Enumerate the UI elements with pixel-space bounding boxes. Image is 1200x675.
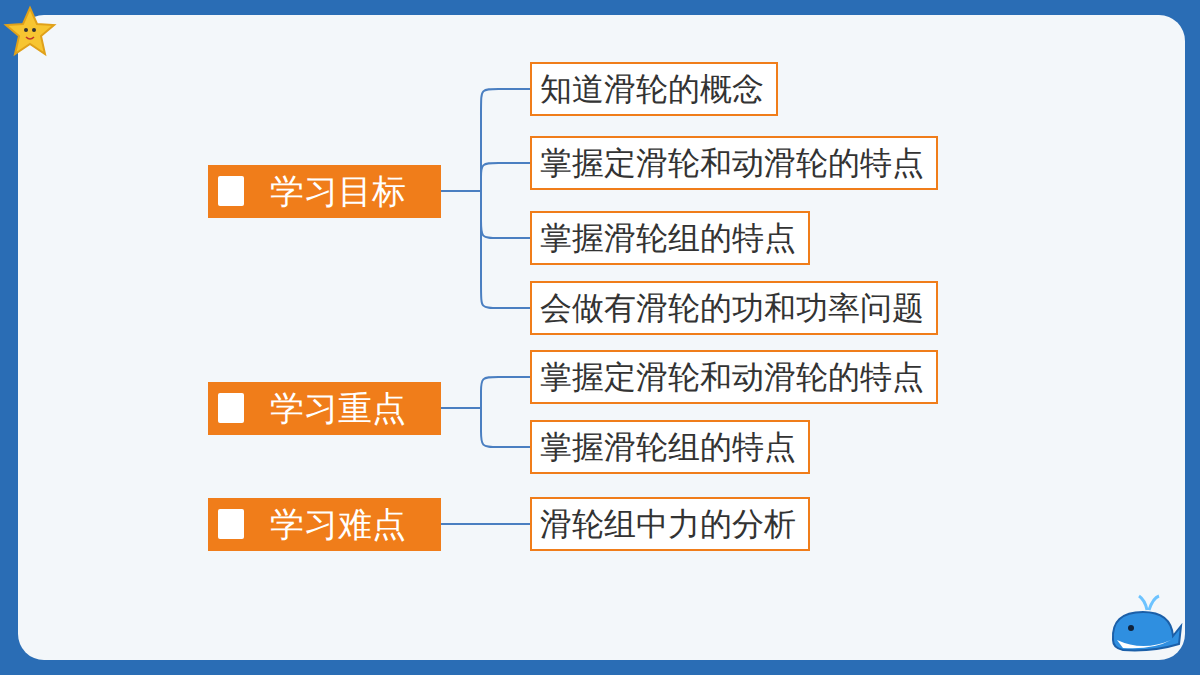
icon-square xyxy=(218,393,244,423)
bracket-line xyxy=(441,163,530,191)
bracket-line xyxy=(441,89,530,191)
bracket-line xyxy=(441,523,530,525)
item-text: 掌握定滑轮和动滑轮的特点 xyxy=(540,358,924,396)
item-box: 滑轮组中力的分析 xyxy=(530,497,810,551)
item-box: 掌握定滑轮和动滑轮的特点 xyxy=(530,350,938,404)
item-box: 掌握滑轮组的特点 xyxy=(530,211,810,265)
item-box: 知道滑轮的概念 xyxy=(530,62,778,116)
heading-box: 学习目标 xyxy=(208,165,441,218)
item-box: 掌握滑轮组的特点 xyxy=(530,420,810,474)
item-box: 掌握定滑轮和动滑轮的特点 xyxy=(530,136,938,190)
bracket-line xyxy=(441,191,530,308)
bracket-line xyxy=(441,377,530,408)
whale-icon xyxy=(1113,596,1181,650)
item-text: 滑轮组中力的分析 xyxy=(540,505,796,543)
icon-square xyxy=(218,176,244,206)
item-text: 会做有滑轮的功和功率问题 xyxy=(540,289,924,327)
item-text: 知道滑轮的概念 xyxy=(540,70,764,108)
heading-text: 学习目标 xyxy=(270,171,406,212)
heading-box: 学习难点 xyxy=(208,498,441,551)
starfish-icon xyxy=(6,8,54,54)
bracket-line xyxy=(441,408,530,447)
bracket-line xyxy=(441,191,530,238)
item-text: 掌握定滑轮和动滑轮的特点 xyxy=(540,144,924,182)
heading-box: 学习重点 xyxy=(208,382,441,435)
item-box: 会做有滑轮的功和功率问题 xyxy=(530,281,938,335)
item-text: 掌握滑轮组的特点 xyxy=(540,219,796,257)
content-panel xyxy=(18,15,1185,660)
heading-text: 学习难点 xyxy=(270,504,406,545)
heading-text: 学习重点 xyxy=(270,388,406,429)
icon-square xyxy=(218,509,244,539)
item-text: 掌握滑轮组的特点 xyxy=(540,428,796,466)
